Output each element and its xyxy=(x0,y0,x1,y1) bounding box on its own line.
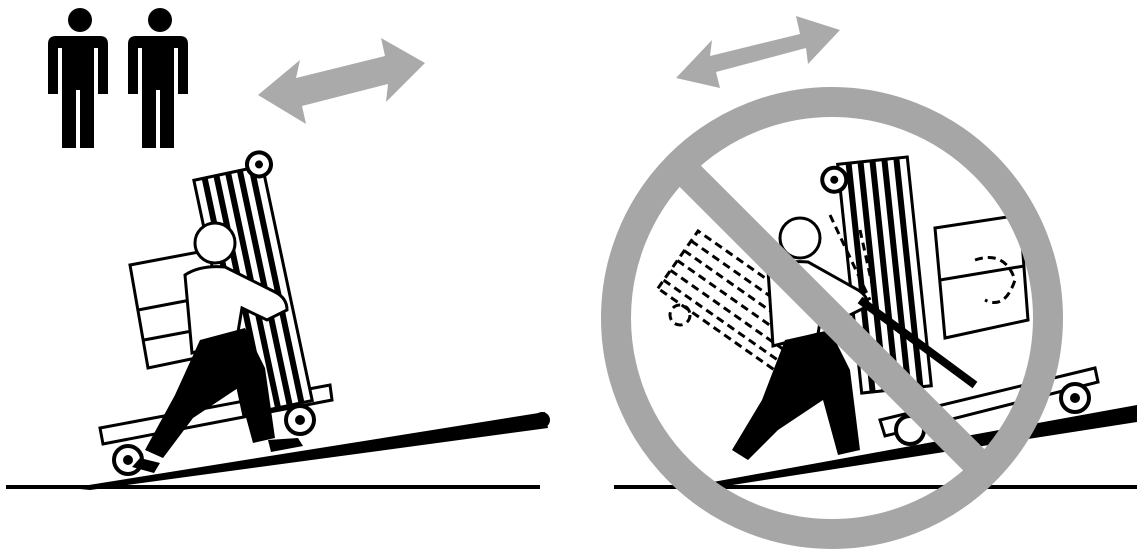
two-people-icon xyxy=(48,8,188,148)
panel-prohibited xyxy=(614,16,1137,534)
panel-allowed xyxy=(6,8,550,490)
direction-arrow-icon xyxy=(258,38,425,124)
direction-arrow-icon xyxy=(676,16,840,88)
